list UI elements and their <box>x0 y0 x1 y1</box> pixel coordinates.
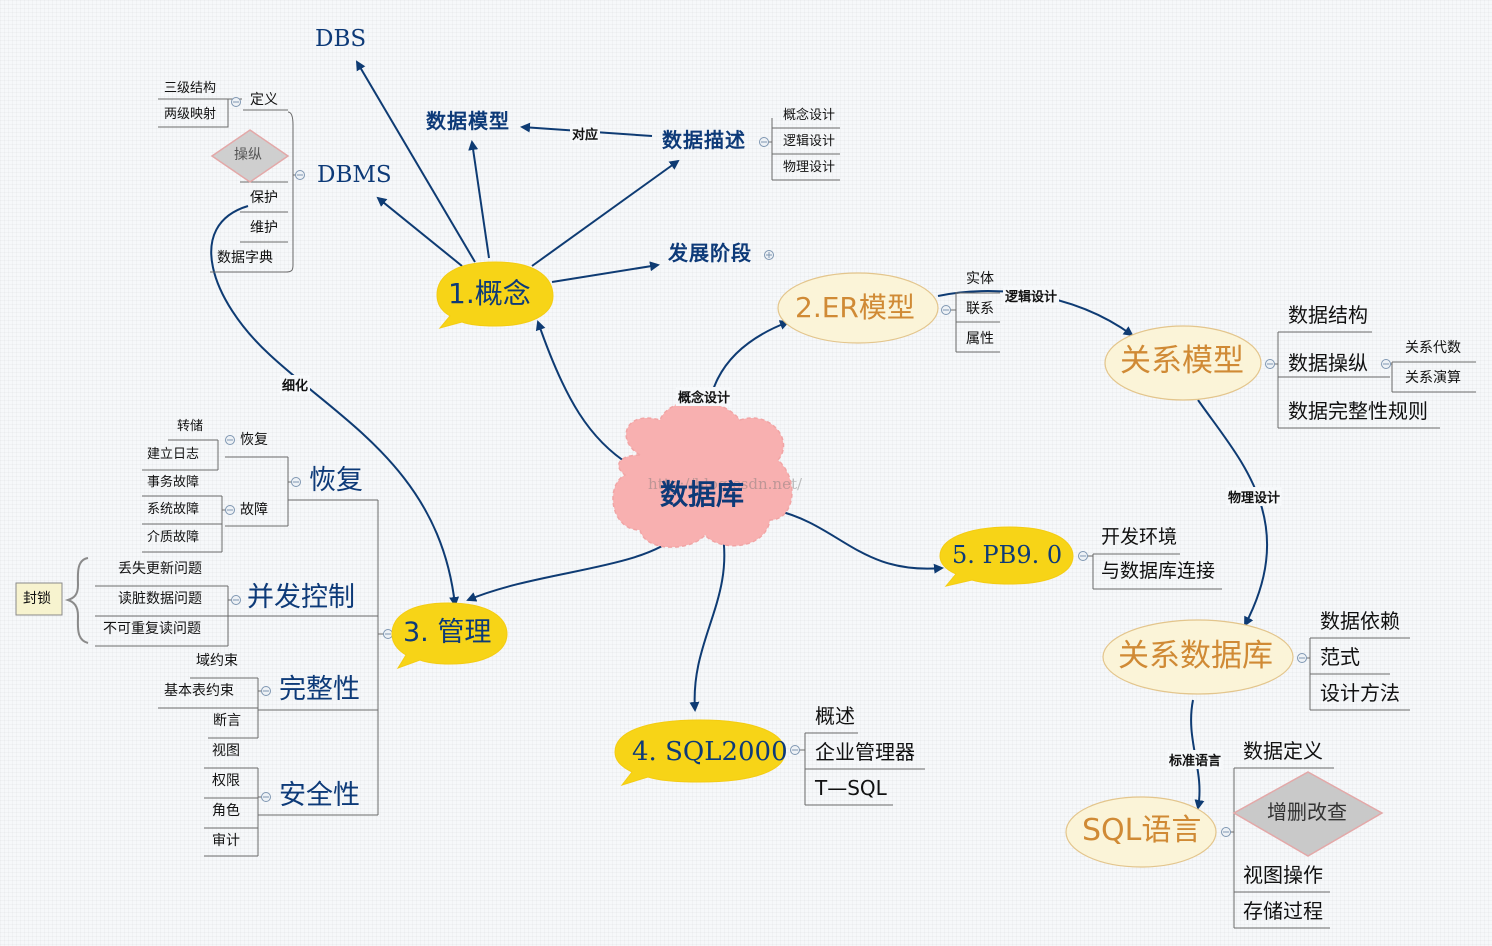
physical-design-label: 物理设计 <box>1226 487 1283 506</box>
correspond-label: 对应 <box>570 124 601 143</box>
sql-item-procedure[interactable]: 存储过程 <box>1243 899 1323 923</box>
logic-design-label: 逻辑设计 <box>1003 286 1060 305</box>
security-item-view[interactable]: 视图 <box>212 743 240 759</box>
dbms-item-maintain[interactable]: 维护 <box>250 220 278 236</box>
restore-item-log[interactable]: 建立日志 <box>147 447 200 462</box>
edge-center-sql2000 <box>689 529 726 712</box>
fault-item-media[interactable]: 介质故障 <box>147 530 200 545</box>
sql2000-item-manager[interactable]: 企业管理器 <box>815 740 915 764</box>
edge-relationmodel-relationdb <box>1197 399 1269 627</box>
data-model-node[interactable]: 数据模型 <box>426 109 510 133</box>
management-title[interactable]: 3. 管理 <box>403 617 492 648</box>
data-desc-node[interactable]: 数据描述 <box>662 128 746 152</box>
integrity-title[interactable]: 完整性 <box>279 674 360 705</box>
concurrency-item-lost-update[interactable]: 丢失更新问题 <box>118 561 202 577</box>
security-title[interactable]: 安全性 <box>279 780 360 811</box>
pb-title[interactable]: 5. PB9. 0 <box>952 541 1063 569</box>
edge-concept-dbs <box>355 60 476 263</box>
concurrency-item-nonrepeatable[interactable]: 不可重复读问题 <box>103 621 201 637</box>
refine-label: 细化 <box>280 375 311 394</box>
sql-ellipse-shape <box>1065 796 1217 868</box>
concept-title[interactable]: 1.概念 <box>448 277 531 310</box>
recovery-restore[interactable]: 恢复 <box>240 432 268 448</box>
dbs-node[interactable]: DBS <box>315 26 367 52</box>
desc-item-logic[interactable]: 逻辑设计 <box>783 134 836 149</box>
er-ellipse-shape <box>777 272 939 344</box>
integrity-item-table[interactable]: 基本表约束 <box>164 683 234 699</box>
bubble-pb-shape <box>939 526 1074 587</box>
er-title[interactable]: 2.ER模型 <box>795 291 915 324</box>
lock-box-shape <box>15 582 63 616</box>
sql-item-crud[interactable]: 增删改查 <box>1267 800 1347 824</box>
sql2000-item-tsql[interactable]: T—SQL <box>815 776 887 800</box>
relation-db-item-normal-form[interactable]: 范式 <box>1320 645 1360 669</box>
dbms-node[interactable]: DBMS <box>317 162 392 188</box>
er-item-attribute[interactable]: 属性 <box>966 331 994 347</box>
security-item-permission[interactable]: 权限 <box>212 773 240 789</box>
edge-center-concept <box>535 320 631 466</box>
fault-item-system[interactable]: 系统故障 <box>147 502 200 517</box>
sql2000-item-overview[interactable]: 概述 <box>815 704 855 728</box>
watermark-text: http://blog.csdn.net/ <box>648 475 803 493</box>
crud-diamond-shape <box>1232 771 1384 857</box>
define-item-two-mapping[interactable]: 两级映射 <box>164 107 217 122</box>
er-item-relation[interactable]: 联系 <box>966 301 994 317</box>
edge-concept-dbms <box>376 196 463 267</box>
edge-concept-datamodel <box>468 140 490 259</box>
bubble-concept-shape <box>436 261 554 329</box>
edge-dbms-management <box>210 205 460 607</box>
concurrency-title[interactable]: 并发控制 <box>247 582 355 613</box>
fault-item-transaction[interactable]: 事务故障 <box>147 475 200 490</box>
pb-item-connect[interactable]: 与数据库连接 <box>1101 560 1216 582</box>
dbms-item-define[interactable]: 定义 <box>250 92 278 108</box>
restore-item-dump[interactable]: 转储 <box>177 419 204 434</box>
operate-diamond-shape <box>210 129 290 183</box>
relation-db-item-dependency[interactable]: 数据依赖 <box>1320 609 1400 633</box>
op-item-algebra[interactable]: 关系代数 <box>1405 340 1461 356</box>
er-item-entity[interactable]: 实体 <box>966 271 994 287</box>
standard-language-label: 标准语言 <box>1167 750 1224 769</box>
relation-db-title[interactable]: 关系数据库 <box>1118 638 1273 674</box>
relation-db-ellipse-shape <box>1102 619 1294 695</box>
recovery-fault[interactable]: 故障 <box>240 502 268 518</box>
center-topic[interactable]: 数据库 <box>660 478 745 511</box>
desc-item-concept[interactable]: 概念设计 <box>783 108 836 123</box>
security-item-role[interactable]: 角色 <box>212 803 240 819</box>
integrity-item-assertion[interactable]: 断言 <box>213 713 241 729</box>
op-item-calculus[interactable]: 关系演算 <box>1405 370 1461 386</box>
concept-design-label: 概念设计 <box>676 387 733 406</box>
sql-item-definition[interactable]: 数据定义 <box>1243 739 1323 763</box>
relation-model-item-integrity[interactable]: 数据完整性规则 <box>1288 399 1428 423</box>
define-item-three-level[interactable]: 三级结构 <box>164 81 217 96</box>
sql-title[interactable]: SQL语言 <box>1082 813 1202 848</box>
edge-concept-datadesc <box>531 159 680 267</box>
relation-model-title[interactable]: 关系模型 <box>1120 343 1244 379</box>
sql-item-view[interactable]: 视图操作 <box>1243 863 1323 887</box>
desc-item-physical[interactable]: 物理设计 <box>783 160 836 175</box>
edge-concept-devstage <box>551 261 660 283</box>
lock-brace <box>64 557 89 644</box>
concurrency-item-dirty-read[interactable]: 读脏数据问题 <box>118 591 202 607</box>
sql2000-title[interactable]: 4. SQL2000 <box>632 737 788 767</box>
edge-center-pb <box>774 509 944 574</box>
bubble-management-shape <box>391 602 508 669</box>
dbms-item-dictionary[interactable]: 数据字典 <box>217 250 273 266</box>
edge-center-management <box>466 534 679 602</box>
security-item-audit[interactable]: 审计 <box>212 833 240 849</box>
pb-item-env[interactable]: 开发环境 <box>1101 526 1178 548</box>
center-cloud-shape <box>612 400 793 548</box>
relation-model-item-structure[interactable]: 数据结构 <box>1288 303 1368 327</box>
relation-db-item-design[interactable]: 设计方法 <box>1320 681 1400 705</box>
relation-model-item-operation[interactable]: 数据操纵 <box>1288 351 1368 375</box>
dbms-item-operate[interactable]: 操纵 <box>234 147 262 163</box>
lock-node[interactable]: 封锁 <box>23 591 51 607</box>
integrity-item-domain[interactable]: 域约束 <box>196 653 238 669</box>
recovery-title[interactable]: 恢复 <box>309 465 363 496</box>
dev-stage-node[interactable]: 发展阶段 <box>668 241 752 265</box>
bubble-sql2000-shape <box>614 719 786 786</box>
relation-model-ellipse-shape <box>1104 325 1262 401</box>
dbms-item-protect[interactable]: 保护 <box>250 190 278 206</box>
